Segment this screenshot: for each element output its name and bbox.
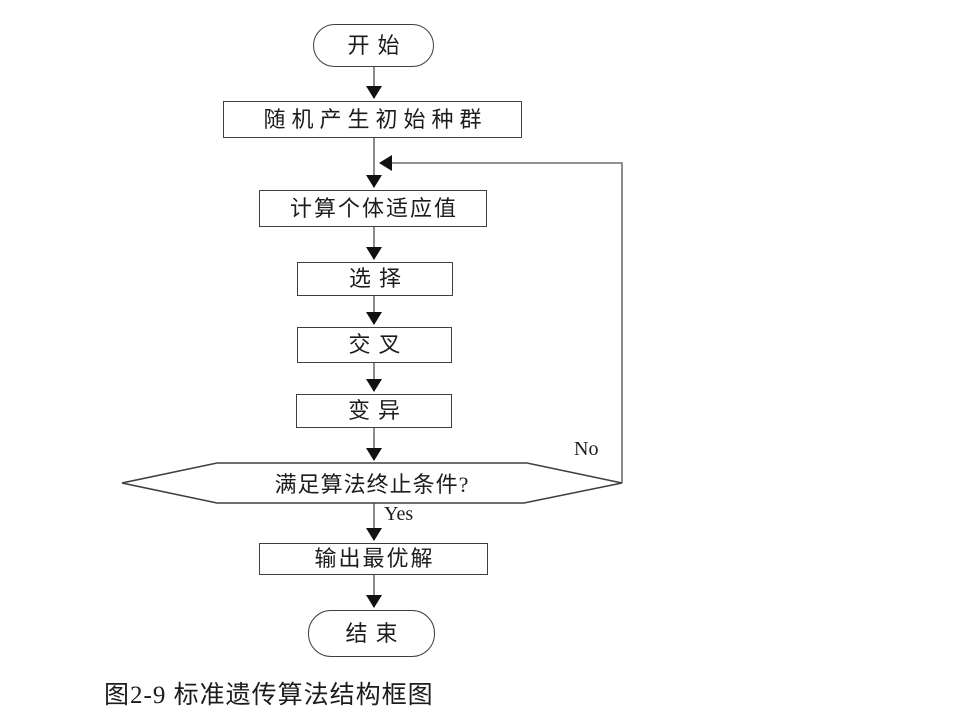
decision-hexagon-shape — [121, 462, 623, 504]
node-selection: 选择 — [297, 262, 453, 296]
node-end: 结束 — [308, 610, 435, 657]
node-output-best-solution: 输出最优解 — [259, 543, 488, 575]
node-generate-initial-population: 随机产生初始种群 — [223, 101, 522, 138]
node-crossover: 交叉 — [297, 327, 452, 363]
node-termination-condition: 满足算法终止条件? — [274, 472, 470, 497]
figure-caption: 图2-9 标准遗传算法结构框图 — [104, 682, 434, 709]
edge-label-yes: Yes — [384, 503, 414, 525]
edge-label-no: No — [574, 438, 599, 460]
node-start: 开始 — [313, 24, 434, 67]
node-compute-fitness: 计算个体适应值 — [259, 190, 487, 227]
edge-decision-no-feedback — [379, 155, 623, 483]
node-mutation: 变异 — [296, 394, 452, 428]
